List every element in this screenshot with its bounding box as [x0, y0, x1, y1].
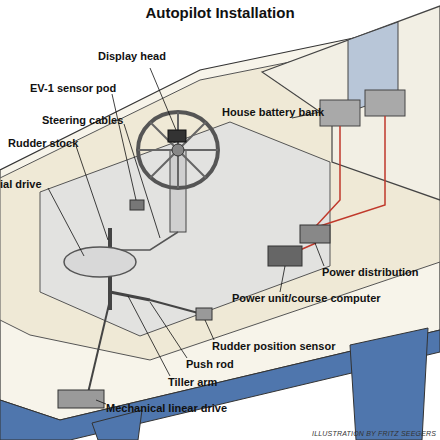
tiller-arm	[110, 292, 150, 300]
radial-drive-quadrant	[64, 247, 136, 277]
power-distribution-box	[300, 225, 330, 243]
leader-line	[112, 94, 136, 200]
part-label: Power unit/course computer	[232, 292, 381, 305]
part-label: Display head	[98, 50, 166, 63]
wheel-spokes	[138, 112, 218, 188]
leader-line	[96, 400, 106, 404]
leader-line	[205, 320, 214, 340]
rudder-sensor-unit	[196, 308, 212, 320]
sensor-pod	[130, 200, 144, 210]
power-wire	[300, 116, 385, 250]
part-label: Tiller arm	[168, 376, 217, 389]
steering-wheel	[138, 112, 218, 188]
course-computer-box	[268, 246, 302, 266]
battery	[320, 100, 360, 126]
credit-line: ILLUSTRATION BY FRITZ SEEGERS	[312, 427, 436, 440]
leader-line	[76, 146, 108, 240]
push-rod	[150, 300, 202, 314]
display-head-unit	[168, 130, 186, 142]
leader-line	[150, 68, 176, 130]
leader-line	[150, 302, 187, 358]
diagram-title: Autopilot Installation	[0, 4, 440, 21]
part-label: House battery bank	[222, 106, 324, 119]
keel	[350, 328, 428, 440]
battery	[365, 90, 405, 116]
linear-drive-unit	[58, 390, 104, 408]
part-label: Rudder stock	[8, 137, 78, 150]
drive-rod	[88, 300, 110, 393]
rudder-blade	[92, 410, 142, 440]
leader-line	[128, 296, 170, 376]
part-label: Mechanical linear drive	[106, 402, 227, 415]
leader-line	[315, 243, 324, 266]
leader-line	[124, 124, 160, 238]
part-label: Push rod	[186, 358, 234, 371]
part-label: Power distribution	[322, 266, 419, 279]
wheel-hub	[172, 144, 184, 156]
part-label: EV-1 sensor pod	[30, 82, 116, 95]
leader-line	[280, 266, 285, 292]
part-label: ial drive	[0, 178, 42, 191]
steering-cable	[112, 232, 178, 250]
cabin-top	[262, 6, 440, 200]
leader-line	[48, 188, 84, 256]
part-label: Steering cables	[42, 114, 123, 127]
part-label: Rudder position sensor	[212, 340, 335, 353]
